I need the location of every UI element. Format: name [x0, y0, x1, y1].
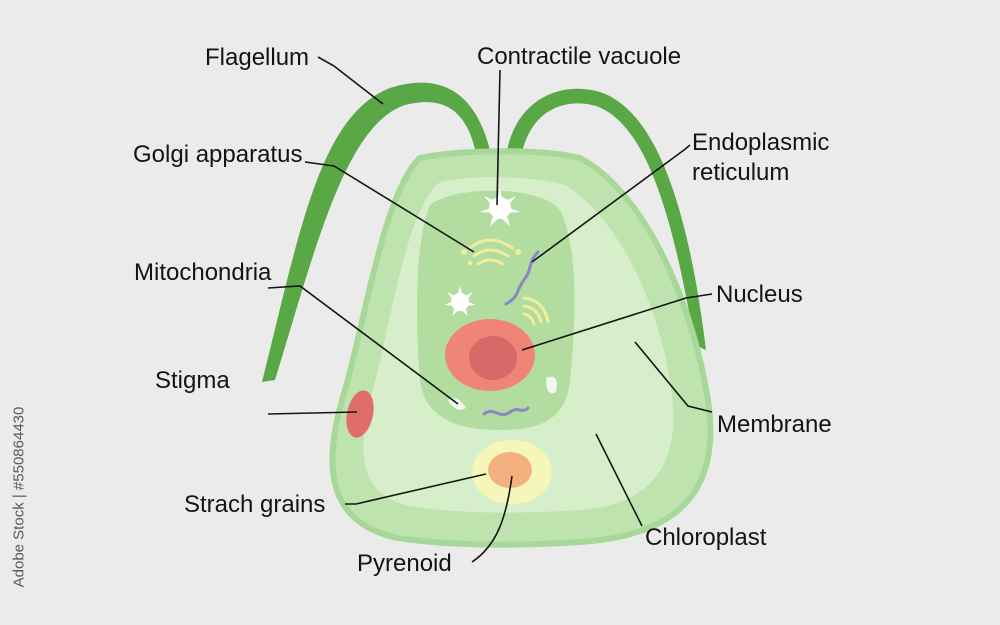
leader-starch [345, 473, 487, 505]
label-stigma: Stigma [155, 367, 230, 394]
pyrenoid [488, 452, 532, 488]
leader-mitochondria [267, 285, 459, 405]
leader-er [531, 144, 691, 263]
label-golgi-apparatus: Golgi apparatus [133, 141, 303, 168]
label-flagellum: Flagellum [205, 44, 310, 71]
leader-golgi [304, 161, 475, 253]
cytoplasm [417, 190, 575, 430]
label-nucleus: Nucleus [716, 281, 803, 308]
mitochondrion-right [546, 376, 557, 394]
label-contractile-vacuole: Contractile vacuole [477, 43, 682, 70]
stock-watermark: Adobe Stock | #550864430 [6, 384, 32, 610]
leader-membrane [634, 341, 713, 413]
golgi-apparatus [461, 238, 521, 266]
label-mitochondria: Mitochondria [134, 259, 272, 286]
leader-chloroplast [595, 433, 643, 527]
leader-stigma [267, 411, 358, 415]
leader-flagellum [317, 56, 384, 105]
contractile-vacuole-top [480, 188, 520, 226]
left-flagellum [262, 82, 493, 383]
contractile-vacuole-lower [444, 286, 476, 316]
label-starch-grains: Strach grains [184, 491, 326, 518]
label-pyrenoid: Pyrenoid [357, 550, 452, 577]
watermark-text: Adobe Stock | #550864430 [10, 406, 28, 588]
golgi-apparatus-2 [522, 296, 550, 326]
leader-lines [267, 56, 713, 563]
leader-pyrenoid [471, 475, 513, 563]
label-membrane: Membrane [717, 411, 832, 438]
leader-contractile-vacuole [496, 69, 501, 206]
nucleolus [469, 336, 517, 380]
label-er-line2: reticulum [692, 159, 790, 186]
label-er-line1: Endoplasmic [692, 129, 830, 156]
stigma [346, 390, 374, 438]
endoplasmic-reticulum [504, 250, 540, 306]
leader-nucleus [521, 293, 713, 351]
right-flagellum [505, 88, 706, 350]
label-chloroplast: Chloroplast [645, 524, 767, 551]
endoplasmic-reticulum-2 [482, 406, 530, 417]
